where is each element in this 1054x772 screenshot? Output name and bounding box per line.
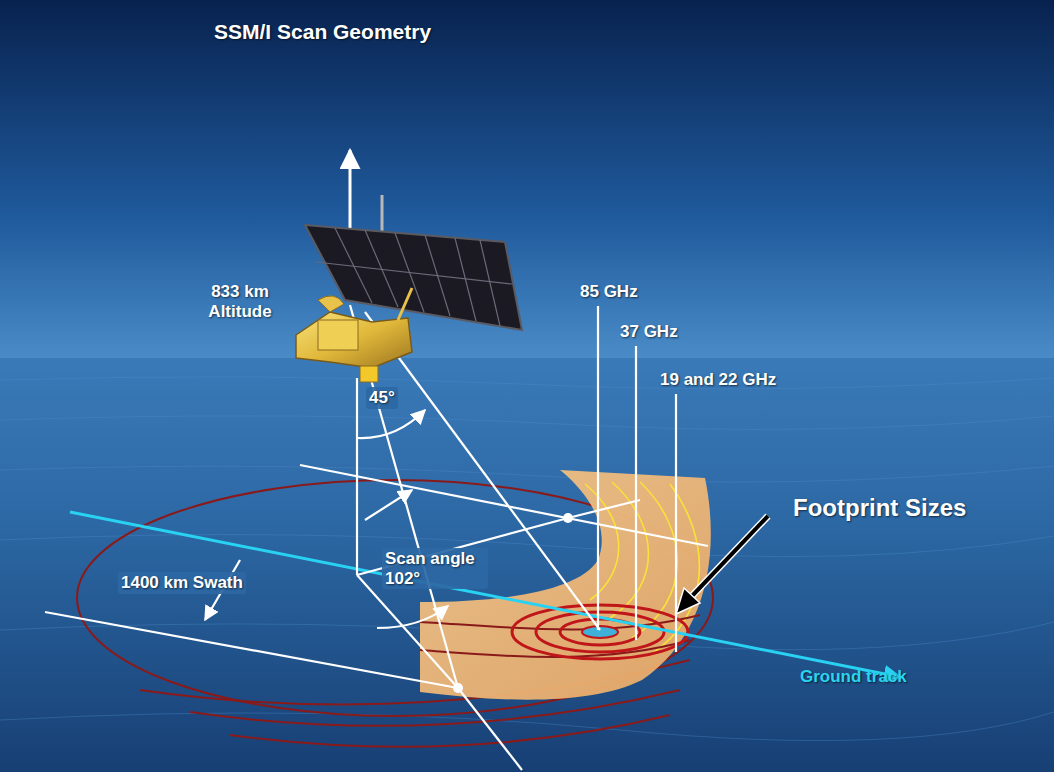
diagram-title: SSM/I Scan Geometry <box>214 20 431 44</box>
scan-angle-label: Scan angle 102° <box>382 548 488 589</box>
ground-track-label: Ground track <box>800 667 907 687</box>
footprint-heading: Footprint Sizes <box>793 494 966 522</box>
swath-label: 1400 km Swath <box>118 572 246 594</box>
frequency-label: 37 GHz <box>620 322 678 342</box>
angle-label: 45° <box>366 387 398 409</box>
frequency-label: 85 GHz <box>580 282 638 302</box>
frequency-label: 19 and 22 GHz <box>660 370 776 390</box>
altitude-label: 833 km Altitude <box>192 282 288 321</box>
